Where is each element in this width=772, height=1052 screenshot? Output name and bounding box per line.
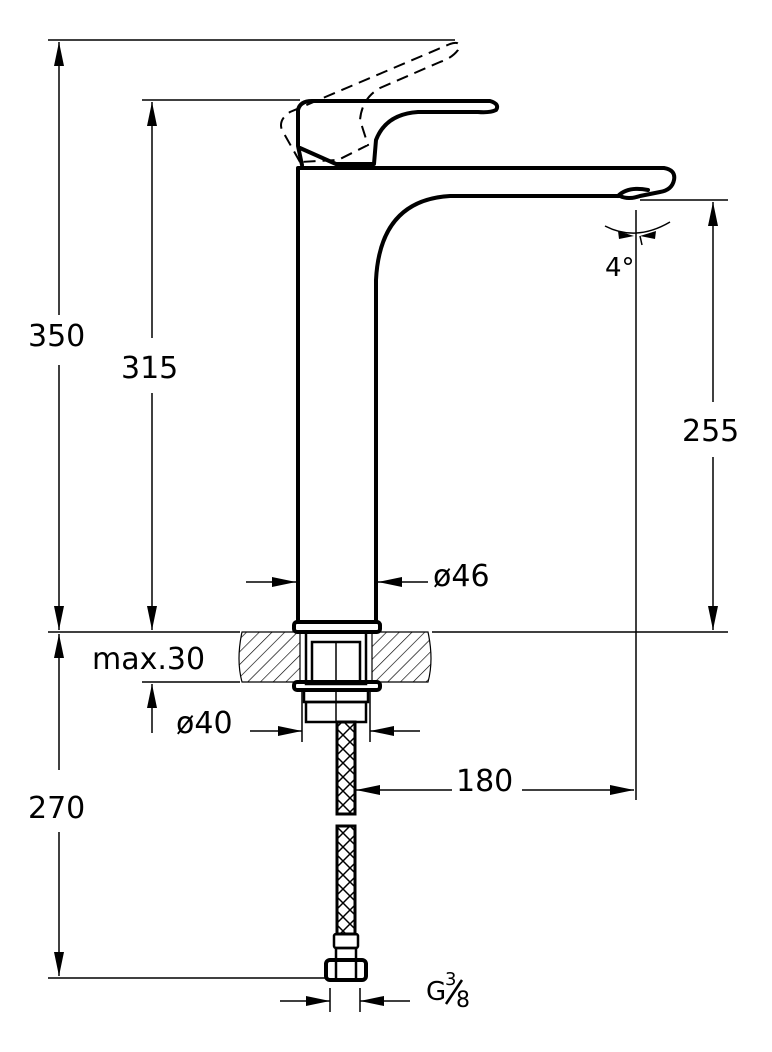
dim-d46-label: ø46 bbox=[433, 559, 490, 594]
dim-fraction-den: 8 bbox=[456, 988, 470, 1013]
dimension-180: 180 bbox=[356, 764, 634, 799]
dim-255-label: 255 bbox=[682, 414, 739, 449]
dim-4deg-label: 4° bbox=[605, 253, 635, 283]
dimension-max30: max.30 bbox=[54, 634, 205, 770]
dimension-d46: ø46 bbox=[246, 559, 490, 594]
dimension-255: 255 bbox=[682, 202, 739, 630]
lever-handle-open bbox=[280, 41, 460, 164]
extension-lines bbox=[48, 39, 728, 979]
worktop-section bbox=[238, 631, 432, 683]
dim-315-label: 315 bbox=[121, 351, 178, 386]
lever-handle bbox=[296, 99, 500, 167]
dim-270-label: 270 bbox=[28, 791, 85, 826]
dimension-g38: G 3 8 bbox=[280, 969, 470, 1013]
dimension-4deg: 4° bbox=[604, 221, 671, 283]
dimension-315: 315 bbox=[121, 102, 178, 630]
body-spout bbox=[296, 166, 677, 624]
hose-connector bbox=[324, 932, 368, 982]
flexible-hose bbox=[335, 720, 357, 936]
spout-aerator bbox=[616, 186, 650, 198]
dim-350-label: 350 bbox=[28, 319, 85, 354]
dim-180-label: 180 bbox=[456, 764, 513, 799]
dim-d40-label: ø40 bbox=[176, 706, 233, 741]
fixing-shank bbox=[292, 630, 382, 724]
dim-fraction-num: 3 bbox=[445, 969, 456, 990]
dimension-d40: ø40 bbox=[176, 692, 420, 742]
base-ring bbox=[292, 620, 382, 634]
dim-max30-label: max.30 bbox=[92, 642, 205, 677]
dimension-350: 350 bbox=[28, 42, 85, 630]
dimension-270: 270 bbox=[28, 791, 85, 976]
dim-g-label: G bbox=[426, 977, 446, 1007]
